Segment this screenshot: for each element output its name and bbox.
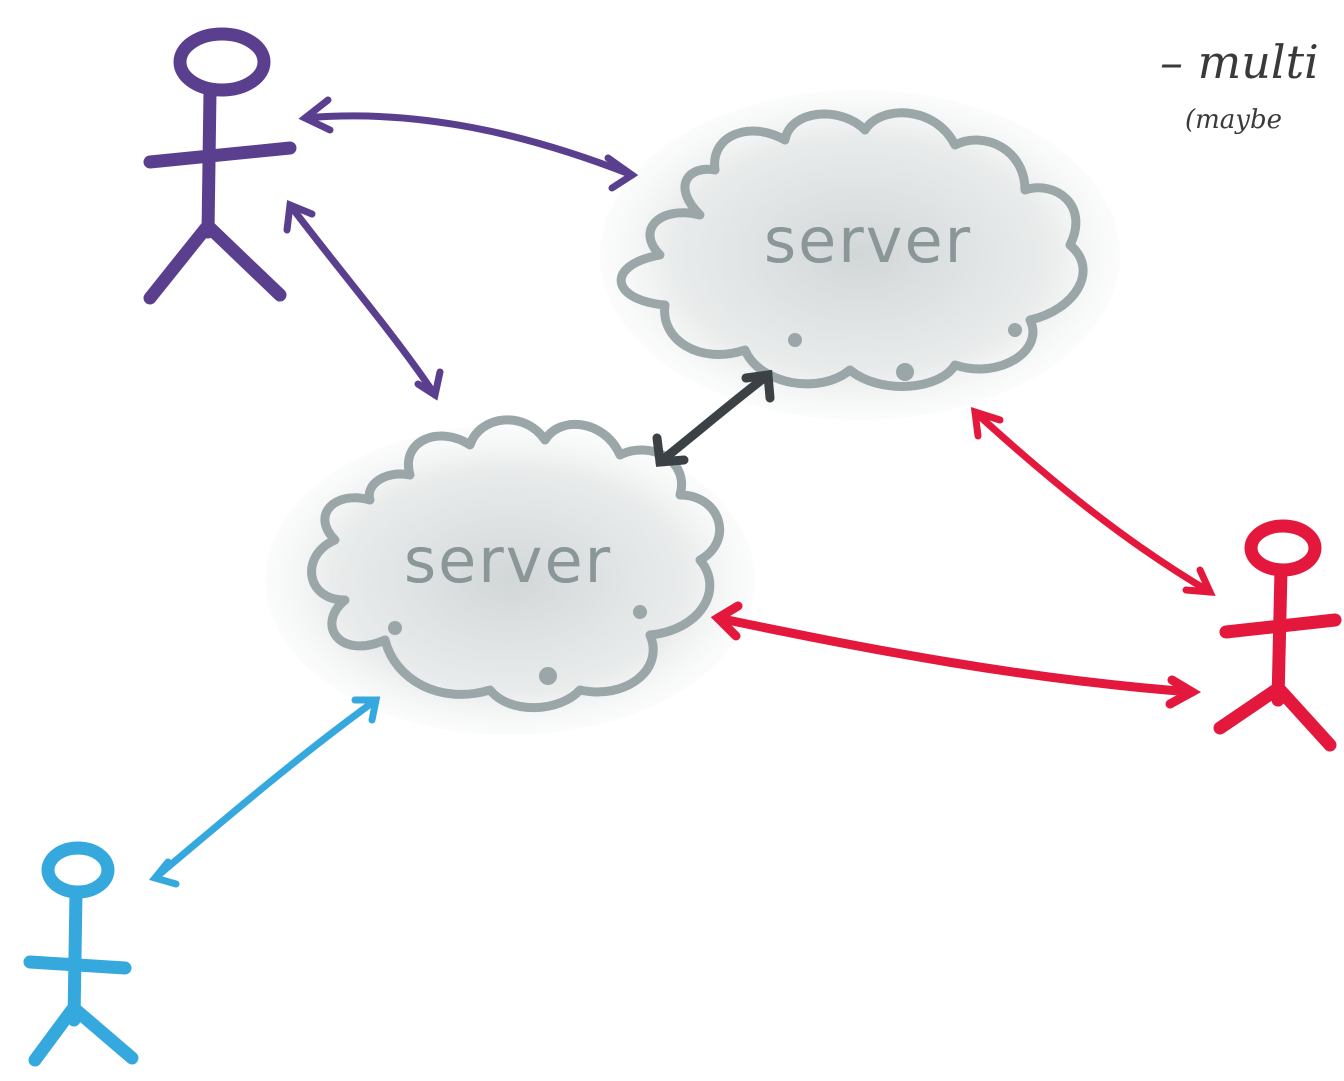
note-line-2: (maybe [1185,105,1282,135]
actor-red [1213,519,1342,752]
arrowhead [414,368,444,401]
actor-body [1271,563,1288,707]
arrowhead [604,154,639,192]
link-lower-server-red [710,601,1202,709]
server-label-upper: server [764,204,972,277]
actor-leg-right [69,1003,139,1065]
actor-arms [143,141,297,169]
link-server-server [652,369,775,467]
cloud-bump [1008,323,1022,337]
arrowhead [1182,566,1216,596]
arrowhead [710,601,743,641]
arrow-line [151,696,380,882]
server-cloud-upper: server [600,90,1120,420]
actor-leg-left [143,221,213,305]
note-line-1: – multi [1160,35,1319,89]
arrow-line [971,408,1214,596]
actor-arms [1219,613,1342,639]
cloud-bump [539,667,557,685]
actor-blue [23,841,139,1067]
server-label-lower: server [404,524,612,597]
arrow-line [286,201,439,399]
actor-body [67,885,83,1027]
actor-head [173,27,271,97]
note: – multi (maybe [1160,35,1319,135]
actor-leg-right [203,221,287,302]
link-purple-lower-server [283,200,444,401]
actor-arms [23,955,132,975]
arrowhead [298,96,334,134]
arrowhead [148,858,180,888]
link-blue-lower-server [148,696,381,888]
cloud-bump [788,333,802,347]
arrowhead [351,696,381,724]
link-upper-server-red [970,406,1216,596]
cloud-outline [307,415,725,713]
arrow-line [655,370,773,467]
actor-leg-left [1213,683,1283,735]
actor-leg-left [28,1003,79,1067]
actor-purple [143,27,297,305]
cloud-shadow [600,90,1120,420]
arrow-line [301,112,636,179]
arrow-line [713,613,1197,697]
arrowhead [1165,675,1202,709]
arrowhead [970,406,1004,440]
actor-head [1244,519,1322,577]
actor-leg-right [1273,683,1337,752]
cloud-bump [896,363,914,381]
cloud-bump [388,621,402,635]
arrowhead [283,200,316,234]
actor-head [41,841,115,899]
arrowhead [652,433,689,467]
cloud-bump [633,605,647,619]
arrowhead [741,369,775,403]
cloud-outline [616,108,1088,391]
link-purple-upper-server [298,96,639,192]
server-cloud-lower: server [265,415,755,735]
